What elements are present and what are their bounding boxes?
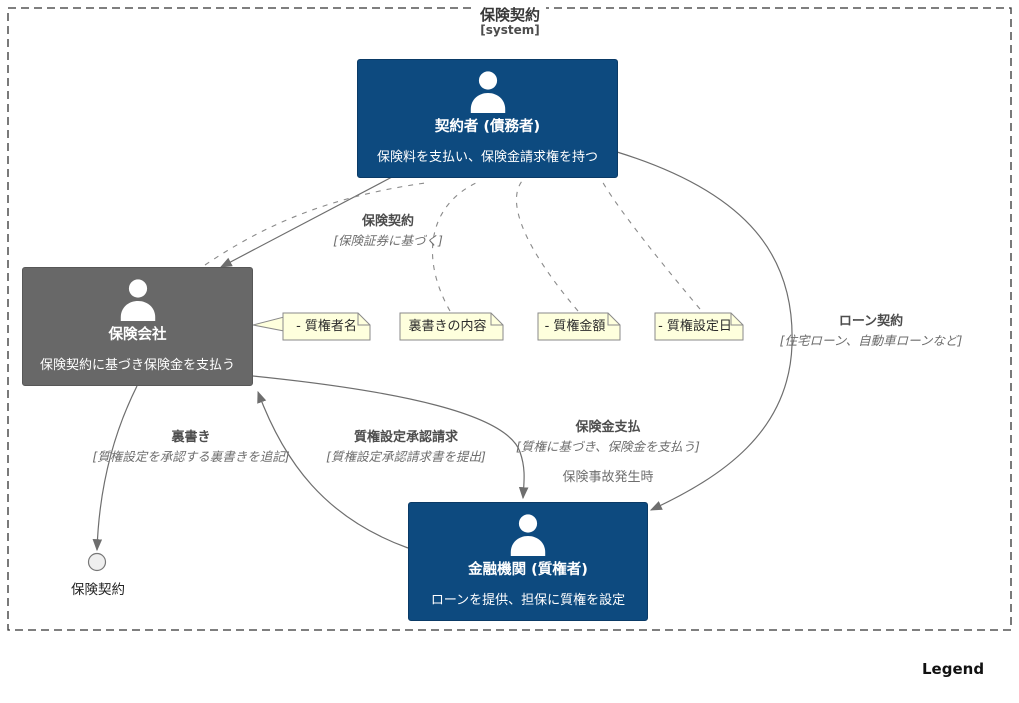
edge-trigger: 保険事故発生時	[562, 470, 654, 485]
actor-bank-name: 金融機関 (質権者)	[468, 562, 588, 578]
actor-contractor: 契約者 (債務者) 保険料を支払い、保険金請求権を持つ	[357, 59, 618, 178]
actor-bank-description: ローンを提供、担保に質権を設定	[430, 593, 626, 608]
edge-insurance-contract-line	[219, 176, 393, 268]
actor-insurer: 保険会社 保険契約に基づき保険金を支払う	[22, 267, 253, 386]
edge-title: 保険金支払	[575, 420, 641, 435]
edge-condition: [質権に基づき、保険金を支払う]	[516, 439, 700, 454]
actor-contractor-description: 保険料を支払い、保険金請求権を持つ	[376, 150, 598, 165]
terminal-circle	[87, 552, 107, 572]
note-connector-3	[515, 180, 579, 312]
edge-condition: [質権設定承認請求書を提出]	[326, 449, 486, 464]
actor-insurer-description: 保険契約に基づき保険金を支払う	[39, 358, 235, 373]
edge-label-pledge-request: 質権設定承認請求 [質権設定承認請求書を提出]	[326, 426, 486, 465]
note-pledgee-name: - 質権者名	[296, 319, 357, 334]
edge-label-endorsement: 裏書き [質権設定を承認する裏書きを追記]	[92, 426, 289, 465]
system-stereotype: [system]	[480, 23, 540, 37]
note-connector-2	[432, 181, 479, 312]
actor-insurer-name: 保険会社	[108, 327, 167, 343]
edge-condition: [保険証券に基づく]	[333, 233, 443, 248]
note-callout-wedge	[252, 316, 285, 332]
edge-pledge-request-line	[257, 390, 409, 549]
edge-label-insurance-contract: 保険契約 [保険証券に基づく]	[333, 210, 443, 249]
actor-bank: 金融機関 (質権者) ローンを提供、担保に質権を設定	[408, 502, 648, 621]
edge-title: 裏書き	[171, 430, 211, 445]
person-icon	[510, 514, 546, 557]
edge-label-insurance-payout: 保険金支払 [質権に基づき、保険金を支払う] 保険事故発生時	[516, 416, 700, 485]
person-icon	[470, 71, 505, 114]
actor-contractor-name: 契約者 (債務者)	[434, 119, 541, 135]
note-connector-1	[204, 182, 426, 266]
edge-title: 保険契約	[361, 214, 415, 229]
edge-label-loan-contract: ローン契約 [住宅ローン、自動車ローンなど]	[780, 310, 963, 349]
note-connector-4	[601, 180, 701, 310]
note-pledge-amount: - 質権金額	[544, 319, 606, 334]
edge-insurance-payout-line	[252, 375, 529, 500]
note-shapes	[282, 312, 744, 341]
legend-label: Legend	[922, 660, 985, 678]
terminal-label: 保険契約	[71, 582, 125, 598]
system-title: 保険契約	[473, 4, 547, 25]
edge-loan-contract-line	[616, 151, 793, 511]
person-icon	[120, 279, 155, 322]
edge-condition: [質権設定を承認する裏書きを追記]	[92, 449, 290, 464]
edge-title: 質権設定承認請求	[353, 430, 459, 445]
note-pledge-date: - 質権設定日	[658, 319, 732, 334]
note-endorsement-content: 裏書きの内容	[408, 319, 487, 334]
edge-condition: [住宅ローン、自動車ローンなど]	[779, 333, 963, 348]
edge-endorsement-line	[92, 385, 138, 552]
edge-title: ローン契約	[838, 314, 904, 329]
